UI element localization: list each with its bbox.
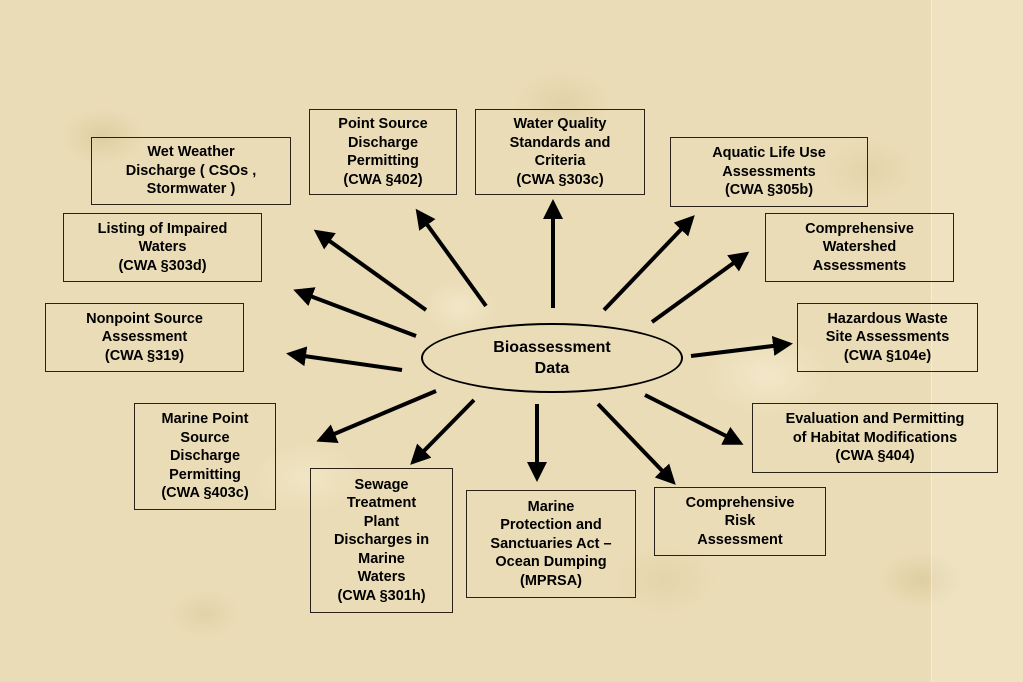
program-water-quality-standards: Water Quality Standards and Criteria (CW… [475,109,645,195]
program-aquatic-life-assessments: Aquatic Life Use Assessments (CWA §305b) [670,137,868,207]
arrow-to-impaired-waters [293,287,417,338]
arrow-to-wet-weather [313,229,428,312]
program-marine-point-source-permitting: Marine Point Source Discharge Permitting… [134,403,276,510]
program-hazardous-waste-assessments: Hazardous Waste Site Assessments (CWA §1… [797,303,978,372]
program-sewage-treatment-discharges: Sewage Treatment Plant Discharges in Mar… [310,468,453,613]
arrow-to-habitat [644,393,744,445]
program-comprehensive-risk-assessment: Comprehensive Risk Assessment [654,487,826,556]
arrow-to-nonpoint [286,346,403,372]
program-watershed-assessments: Comprehensive Watershed Assessments [765,213,954,282]
program-impaired-waters-listing: Listing of Impaired Waters (CWA §303d) [63,213,262,282]
arrow-to-marine-point [316,389,437,443]
bioassessment-data-ellipse: Bioassessment Data [421,323,683,393]
arrow-to-hazardous-waste [690,336,793,358]
program-nonpoint-source-assessment: Nonpoint Source Assessment (CWA §319) [45,303,244,372]
arrow-to-point-source [415,208,488,308]
program-habitat-modifications: Evaluation and Permitting of Habitat Mod… [752,403,998,473]
arrow-to-aquatic-life [602,215,695,312]
center-label: Bioassessment Data [493,339,611,377]
program-wet-weather-discharge: Wet Weather Discharge ( CSOs , Stormwate… [91,137,291,205]
program-mprsa-ocean-dumping: Marine Protection and Sanctuaries Act – … [466,490,636,598]
program-point-source-permitting: Point Source Discharge Permitting (CWA §… [309,109,457,195]
arrow-to-risk [596,402,676,485]
arrow-to-sewage [410,398,476,465]
arrow-to-watershed [650,251,750,324]
